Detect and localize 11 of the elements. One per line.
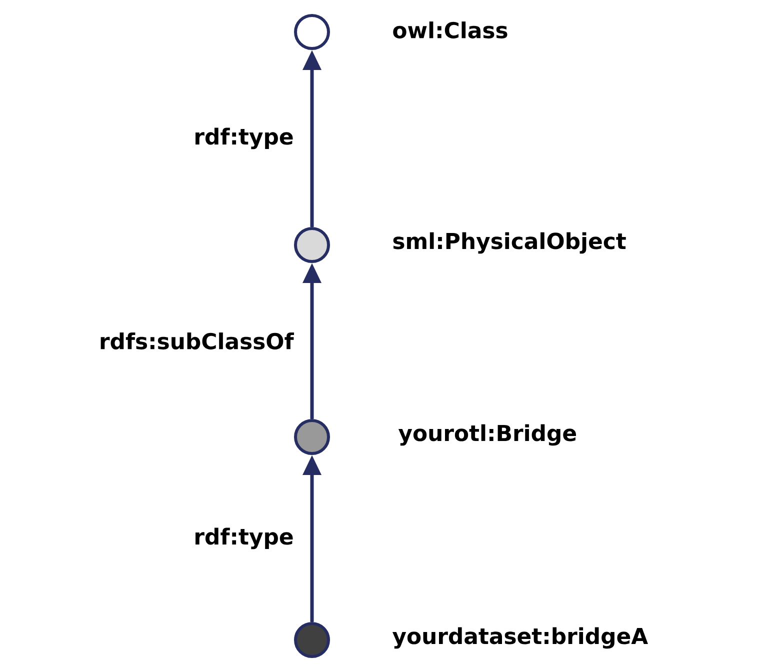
node-circle: [294, 226, 330, 263]
node-label: yourotl:Bridge: [398, 424, 576, 446]
node-circle: [294, 418, 330, 455]
edge-label: rdfs:subClassOf: [100, 332, 294, 350]
edge-label: rdf:type: [196, 528, 293, 550]
edge-label: rdf:type: [196, 128, 293, 150]
node-label: yourdataset:bridgeA: [392, 627, 648, 649]
node-label: sml:PhysicalObject: [393, 232, 626, 254]
node-circle: [294, 622, 330, 658]
node-circle: [294, 14, 330, 50]
node-label: owl:Class: [393, 22, 508, 38]
